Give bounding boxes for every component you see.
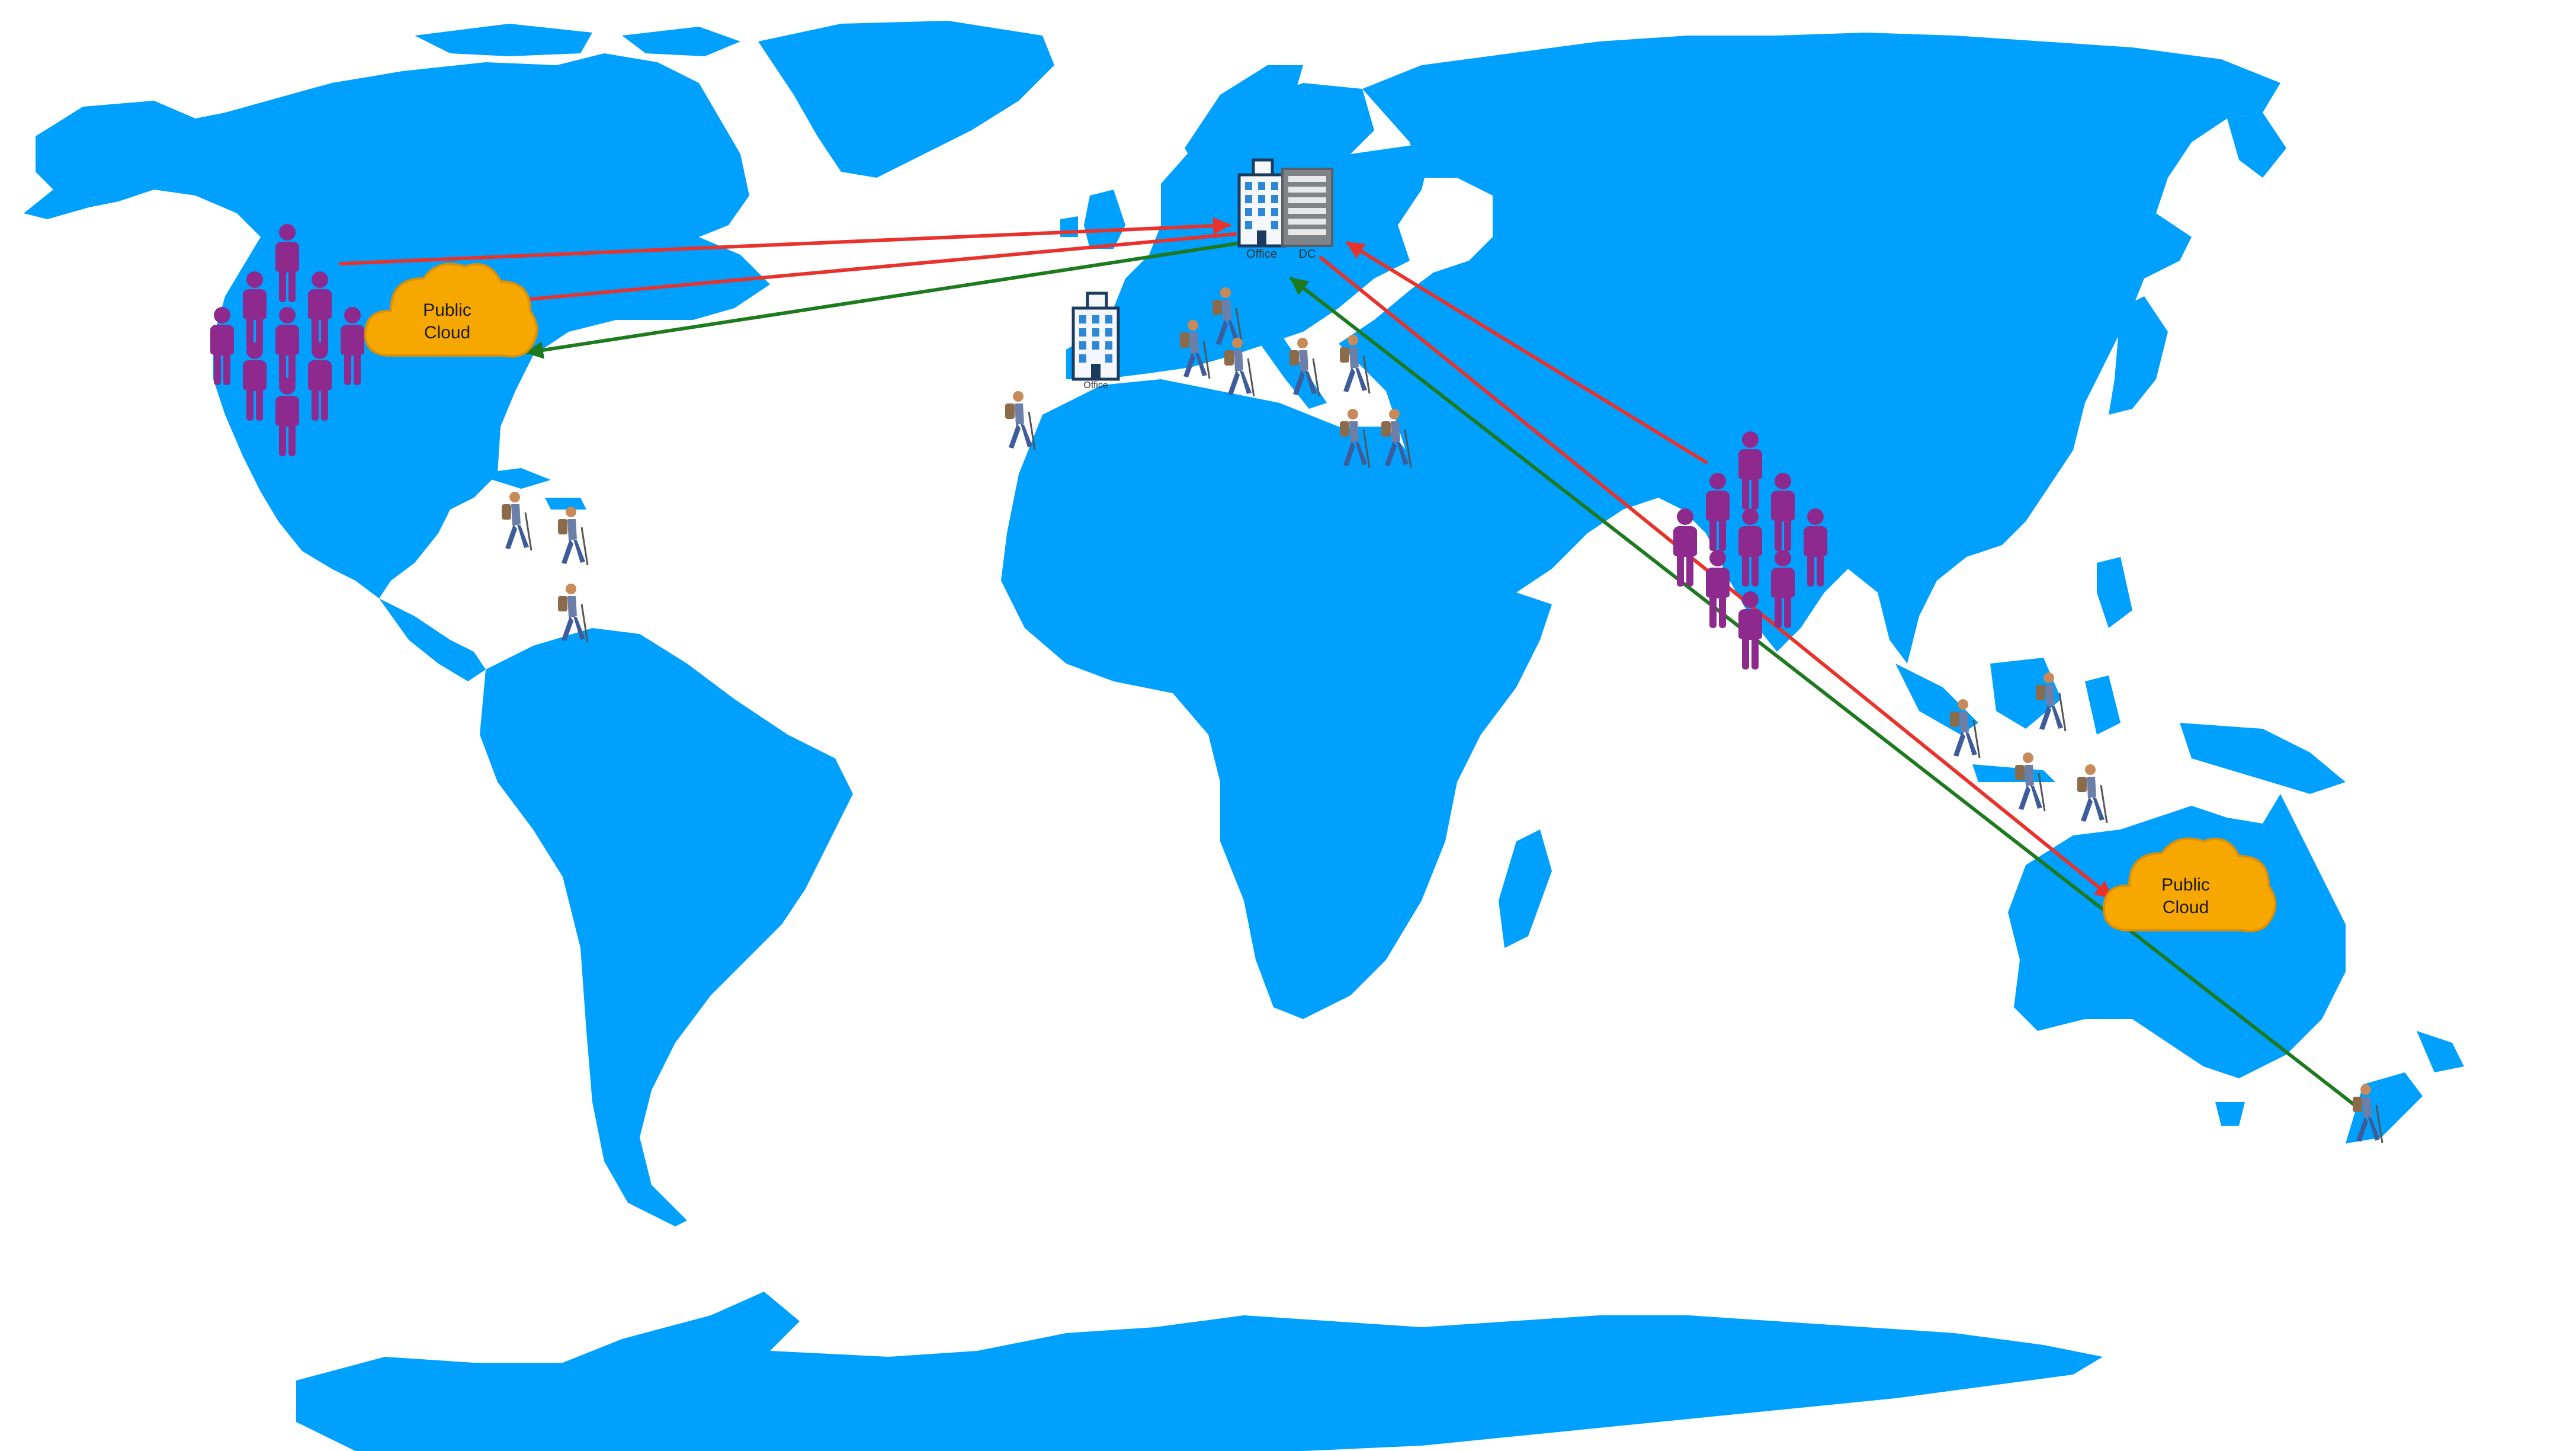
arrow-india-users-to-europe-dc [1346,241,1708,464]
traveler-icon[interactable] [1004,390,1036,451]
europe-dc-label: DC [1299,248,1316,261]
public-cloud-au-line1: Public [2161,875,2210,895]
iberia-office-label: Office [1083,380,1108,390]
australia [2008,794,2346,1078]
europe-dc-building[interactable] [1281,168,1333,247]
traveler-icon[interactable] [557,582,589,643]
africa [1001,379,1552,1019]
south-america [480,628,853,1226]
arrow-europe-to-us-cloud-red [496,232,1237,310]
greenland [758,21,1054,178]
traveler-icon[interactable] [557,505,589,566]
public-cloud-us-line2: Cloud [424,323,470,342]
public-cloud-us[interactable]: Public Cloud [364,262,538,358]
arrow-nz-traveler-to-europe [1289,277,2356,1107]
arrow-us-users-to-europe-office [339,217,1231,265]
traveler-icon[interactable] [501,491,532,552]
iberia-office-building[interactable] [1073,293,1118,379]
traveler-icon[interactable] [2076,763,2108,824]
europe-office-label: Office [1246,248,1277,261]
arrow-europe-to-us-cloud-green [525,241,1243,359]
antarctica [296,1292,2103,1451]
public-cloud-au[interactable]: Public Cloud [2102,837,2277,933]
public-cloud-us-line1: Public [423,300,471,320]
land [24,21,2464,1451]
public-cloud-au-line2: Cloud [2163,898,2209,917]
asia [1339,33,2280,664]
